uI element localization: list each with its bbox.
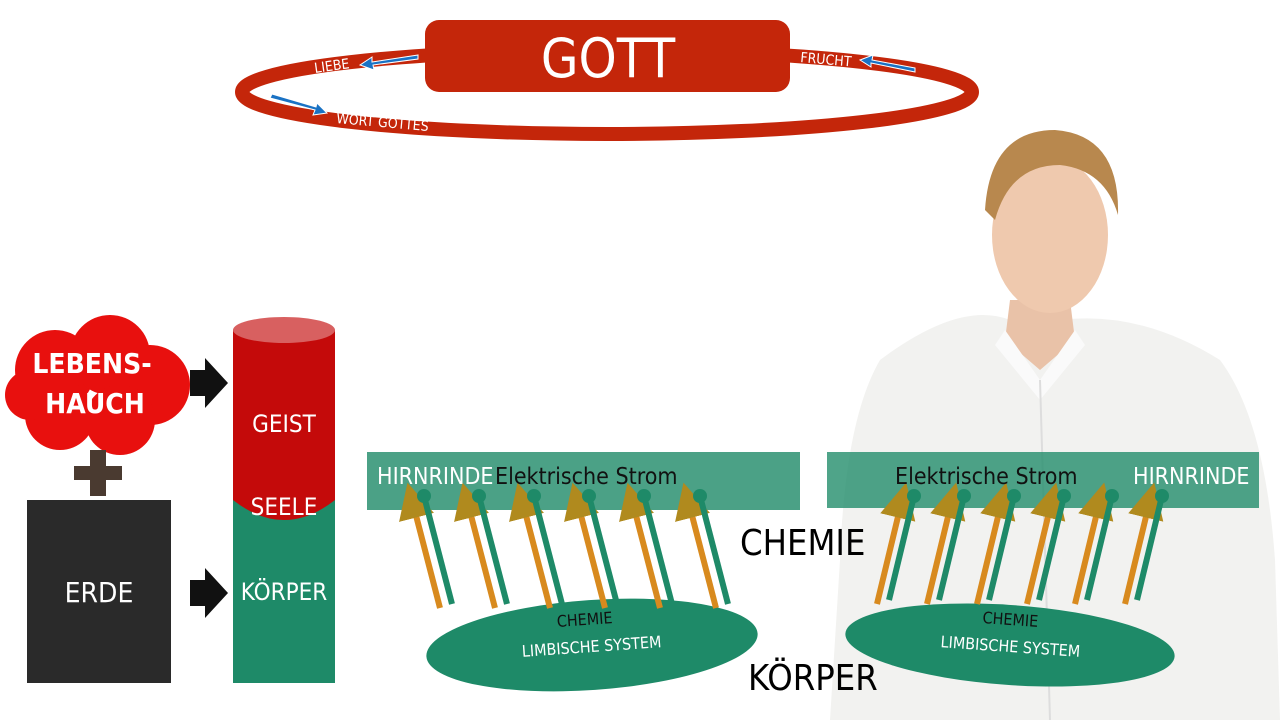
arrow-left-icon: [858, 54, 916, 73]
synapse-dot: [907, 489, 921, 503]
signal-line-green: [936, 495, 967, 601]
limbic-chemie: CHEMIE: [982, 608, 1039, 631]
signal-arrow-orange: [509, 482, 553, 609]
signal-line-green: [421, 495, 455, 605]
signal-line-green: [586, 495, 620, 605]
hirnrinde-label: HIRNRINDE: [377, 464, 493, 490]
human-cylinder: [233, 317, 335, 683]
erde-label: ERDE: [65, 576, 134, 609]
arrow-right-icon: [190, 568, 228, 618]
liebe-label: LIEBE: [313, 56, 350, 77]
signal-arrow-orange: [564, 482, 608, 609]
signal-line-green: [886, 495, 917, 601]
lebenshauch-line1: LEBENS-: [32, 347, 151, 380]
plus-icon: [74, 450, 122, 496]
signal-arrow-orange: [1122, 482, 1164, 605]
signal-line-green: [476, 495, 510, 605]
signal-line-green: [697, 495, 731, 605]
geist-label: GEIST: [252, 410, 316, 438]
signal-arrow-orange: [924, 482, 966, 605]
synapse-dot: [417, 489, 431, 503]
signal-arrow-orange: [974, 482, 1016, 605]
signal-arrow-orange: [1024, 482, 1066, 605]
synapse-dot: [527, 489, 541, 503]
gott-title: GOTT: [541, 27, 676, 90]
limbic-ellipse: [426, 598, 758, 692]
strom-label: Elektrische Strom: [895, 464, 1078, 490]
seele-label: SEELE: [251, 493, 318, 521]
signal-arrow-orange: [399, 482, 443, 609]
arrow-right-icon: [190, 358, 228, 408]
erde-box: [27, 500, 171, 683]
synapse-dot: [1057, 489, 1071, 503]
signal-line-green: [1134, 495, 1165, 601]
signal-arrow-orange: [619, 482, 663, 609]
synapse-dot: [1155, 489, 1169, 503]
signal-line-green: [531, 495, 565, 605]
gott-box: [425, 20, 790, 92]
koerper-label: KÖRPER: [748, 657, 878, 699]
limbic-ellipse: [845, 603, 1175, 687]
signal-arrow-orange: [454, 482, 498, 609]
synapse-dot: [472, 489, 486, 503]
signal-line-green: [641, 495, 675, 605]
synapse-dot: [637, 489, 651, 503]
synapse-dot: [1105, 489, 1119, 503]
signal-line-green: [1036, 495, 1067, 601]
strom-label: Elektrische Strom: [495, 464, 678, 490]
signal-arrow-orange: [675, 482, 719, 609]
lebenshauch-cloud: [5, 315, 190, 455]
signal-arrow-orange: [1072, 482, 1114, 605]
koerper-label: KÖRPER: [241, 577, 328, 606]
lebenshauch-line2: HAUCH: [45, 387, 145, 420]
limbic-chemie: CHEMIE: [556, 608, 613, 631]
chemie-label: CHEMIE: [740, 523, 865, 564]
arrow-right-icon: [269, 93, 329, 116]
hirnrinde-label: HIRNRINDE: [1133, 464, 1249, 490]
signal-line-green: [1084, 495, 1115, 601]
synapse-dot: [1007, 489, 1021, 503]
signal-line-green: [986, 495, 1017, 601]
synapse-dot: [582, 489, 596, 503]
signal-arrow-orange: [874, 482, 916, 605]
synapse-dot: [693, 489, 707, 503]
frucht-label: FRUCHT: [800, 50, 853, 70]
arrow-left-icon: [358, 54, 419, 71]
synapse-dot: [957, 489, 971, 503]
